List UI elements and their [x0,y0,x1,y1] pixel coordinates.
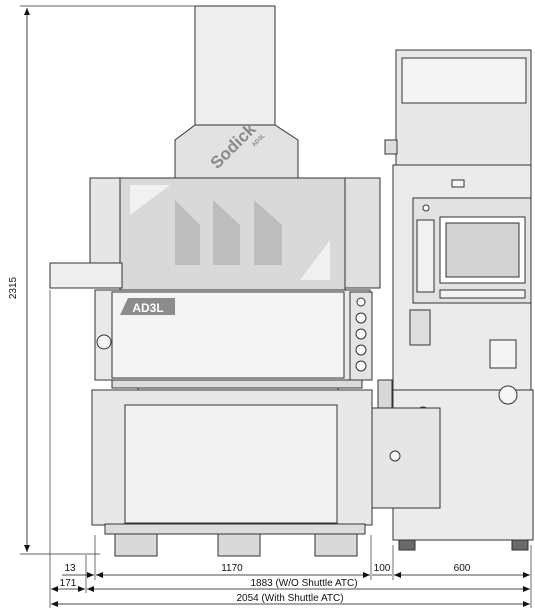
shuttle-atc-unit [371,407,441,509]
height-dimension: 2315 [8,5,195,555]
cabinet-width-label: 600 [454,563,471,574]
left-offset-label: 13 [64,563,76,574]
body-width-label: 1170 [221,563,243,574]
dimension-row-3: 2054 (With Shuttle ATC) [51,593,530,607]
base-door [124,404,338,524]
dimension-row-2: 171 1883 (W/O Shuttle ATC) [51,578,530,592]
side-shelf [49,262,123,289]
model-badge-text: AD3L [132,301,163,315]
edm-machine [49,5,381,557]
total-with-atc-label: 2054 (With Shuttle ATC) [236,593,343,604]
control-cabinet [371,49,534,551]
cabinet-foot [398,539,416,551]
cabinet-window [401,57,527,104]
machine-foot [314,533,358,557]
monitor-screen [445,222,520,278]
width-dimensions [49,290,532,608]
total-without-atc-label: 1883 (W/O Shuttle ATC) [250,578,357,589]
machine-foot [217,533,261,557]
model-badge: AD3L [120,298,175,315]
cabinet-foot [511,539,529,551]
control-buttons [416,219,435,293]
height-dimension-label: 2315 [8,276,19,299]
machine-foot [114,533,158,557]
dimension-row-1: 13 1170 100 600 [62,563,530,578]
keyboard [439,289,526,299]
lower-body-knob [96,334,112,350]
gap-label: 100 [374,563,391,574]
left-overhang-label: 171 [60,578,77,589]
